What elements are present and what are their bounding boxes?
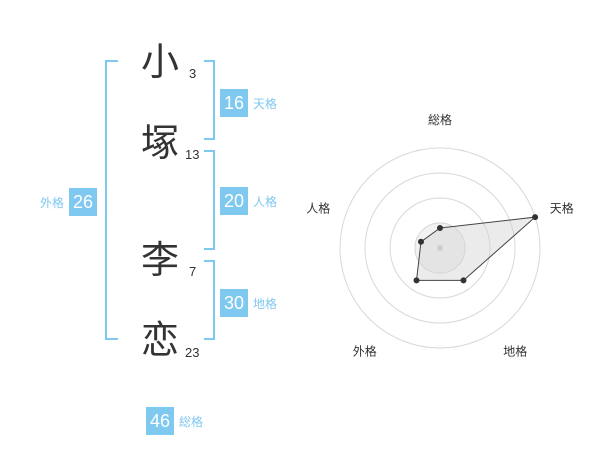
- radar-ring-2: [389, 197, 491, 299]
- radar-point-2: [532, 214, 539, 221]
- radar-axis-label-4: 外格: [353, 344, 377, 359]
- surname-char-2-strokes: 13: [185, 147, 200, 162]
- soukaku-value: 46: [146, 407, 175, 435]
- gaikaku-value: 26: [69, 188, 98, 216]
- given-char-2: 恋: [141, 318, 180, 362]
- chikaku-value: 30: [220, 289, 249, 317]
- soukaku-score: 46 総格: [146, 407, 203, 435]
- radar-point-1: [437, 225, 443, 231]
- jinkaku-score: 20 人格: [220, 187, 277, 215]
- tenkaku-score: 16 天格: [220, 89, 277, 117]
- radar-point-3: [460, 277, 467, 284]
- chikaku-score: 30 地格: [220, 289, 277, 317]
- given-char-1: 李: [141, 238, 180, 282]
- chikaku-bracket: [204, 260, 215, 340]
- radar-ring-3: [364, 172, 516, 324]
- radar-point-4: [413, 277, 420, 284]
- radar-series-polygon: [415, 216, 537, 281]
- radar-center-dot: [437, 245, 443, 251]
- surname-char-2: 塚: [141, 121, 180, 165]
- soukaku-label: 総格: [179, 414, 204, 429]
- gaikaku-label: 外格: [40, 195, 65, 210]
- jinkaku-value: 20: [220, 187, 249, 215]
- surname-char-1: 小: [141, 40, 180, 84]
- tenkaku-label: 天格: [253, 96, 278, 111]
- radar-axis-label-5: 人格: [306, 200, 330, 215]
- gaikaku-bracket: [105, 60, 118, 340]
- tenkaku-value: 16: [220, 89, 249, 117]
- given-char-1-strokes: 7: [189, 264, 197, 279]
- gaikaku-score: 外格 26: [40, 188, 98, 216]
- radar-axis-label-1: 総格: [428, 112, 452, 127]
- radar-axis-label-2: 天格: [550, 200, 574, 215]
- tenkaku-bracket: [204, 60, 215, 140]
- radar-point-5: [418, 238, 424, 245]
- radar-ring-4: [339, 147, 541, 349]
- chikaku-label: 地格: [253, 296, 278, 311]
- radar-axis-label-3: 地格: [503, 344, 527, 359]
- surname-char-1-strokes: 3: [189, 66, 197, 81]
- given-char-2-strokes: 23: [185, 345, 200, 360]
- jinkaku-bracket: [204, 150, 215, 250]
- jinkaku-label: 人格: [253, 194, 278, 209]
